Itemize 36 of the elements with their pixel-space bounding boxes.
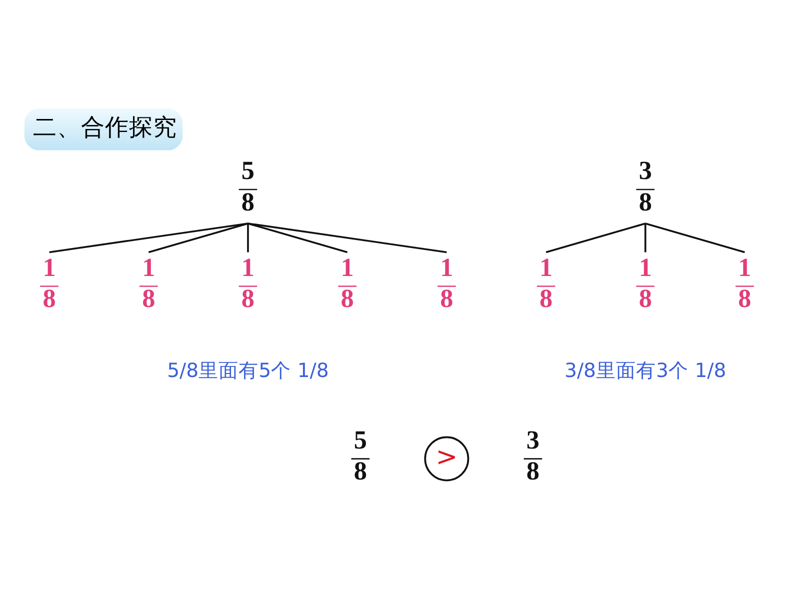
diagram-title: 二、合作探究 [32, 113, 177, 142]
label: 3/8里面有3个 1/8 [564, 359, 726, 382]
node-label: 1 [440, 252, 454, 282]
node-label: 1 [340, 252, 354, 282]
node-label: 1 [539, 252, 553, 282]
connector [247, 224, 249, 252]
node-label: 8 [440, 284, 454, 314]
connector [546, 222, 646, 254]
node-label: 8 [340, 284, 354, 314]
node-label: 3 [638, 156, 652, 186]
connector [49, 222, 248, 254]
node-label: 1 [42, 252, 56, 282]
node-label: 8 [539, 284, 553, 314]
connector [248, 222, 447, 254]
node-label: 5 [241, 156, 255, 186]
node-label: 8 [241, 284, 255, 314]
node-label: 1 [142, 252, 156, 282]
node-label: 1 [638, 252, 652, 282]
node-label: 8 [638, 187, 652, 216]
connector [644, 224, 646, 252]
node-label: 5 [354, 425, 367, 454]
node-label: 1 [241, 252, 255, 282]
node-label: 8 [354, 456, 367, 486]
connector [248, 222, 348, 254]
node-label: 8 [241, 187, 255, 216]
connector [148, 222, 248, 254]
node-label: 1 [738, 252, 752, 282]
node-label: 8 [142, 284, 156, 314]
label: 5/8里面有5个 1/8 [167, 359, 329, 382]
node-label: 8 [638, 284, 652, 314]
node-label: 8 [526, 456, 540, 486]
node-label: 8 [738, 284, 752, 314]
node-label: 3 [526, 425, 540, 454]
node-label: 8 [42, 284, 56, 314]
node-circle: > [424, 436, 470, 482]
connector [645, 222, 745, 254]
